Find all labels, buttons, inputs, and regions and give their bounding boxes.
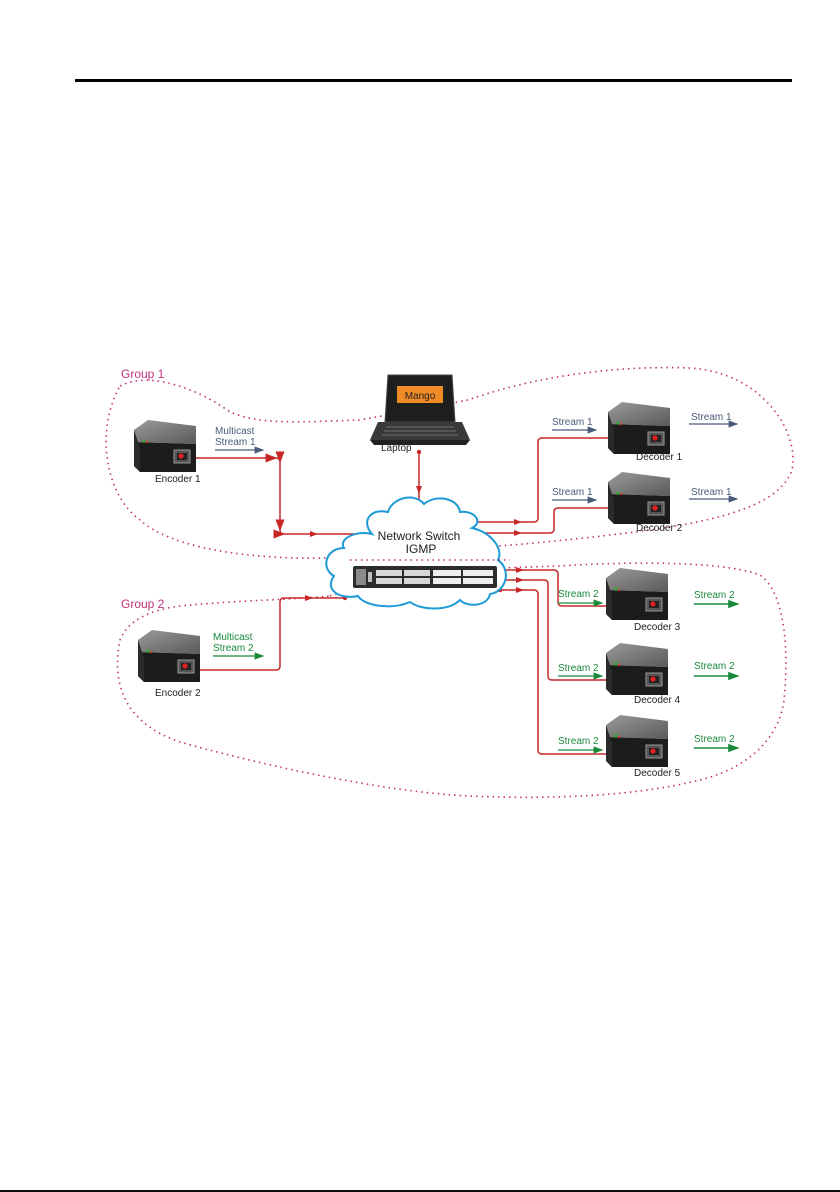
decoder-1-device xyxy=(608,402,670,454)
cable-encoder-1 xyxy=(188,458,372,534)
group-1-label: Group 1 xyxy=(121,367,165,381)
decoder-1-out-stream: Stream 1 xyxy=(691,412,732,423)
decoder-2-out-stream: Stream 1 xyxy=(691,487,732,498)
laptop xyxy=(370,375,470,445)
decoder-1-in-stream: Stream 1 xyxy=(552,417,593,428)
network-switch-title: Network Switch xyxy=(378,529,461,543)
decoder-2-label: Decoder 2 xyxy=(636,523,683,534)
group-2-label: Group 2 xyxy=(121,597,165,611)
network-switch xyxy=(353,566,497,588)
decoder-5-device xyxy=(606,715,668,767)
laptop-label: Laptop xyxy=(381,443,412,454)
decoder-4-in-stream: Stream 2 xyxy=(558,663,599,674)
decoder-4-out-stream: Stream 2 xyxy=(694,661,735,672)
decoder-4-label: Decoder 4 xyxy=(634,695,681,706)
network-switch-subtitle: IGMP xyxy=(406,542,437,556)
decoder-4-device xyxy=(606,643,668,695)
encoder-2-device xyxy=(138,630,200,682)
encoder-1-stream-line2: Stream 1 xyxy=(215,437,256,448)
laptop-screen-text: Mango xyxy=(405,391,436,402)
encoder-2-label: Encoder 2 xyxy=(155,688,201,699)
encoder-1-stream-line1: Multicast xyxy=(215,426,255,437)
encoder-1-label: Encoder 1 xyxy=(155,474,201,485)
encoder-2-stream-line1: Multicast xyxy=(213,632,253,643)
decoder-3-label: Decoder 3 xyxy=(634,622,681,633)
decoder-3-out-stream: Stream 2 xyxy=(694,590,735,601)
decoder-5-label: Decoder 5 xyxy=(634,768,681,779)
cable-encoder-2 xyxy=(186,598,345,670)
decoder-1-label: Decoder 1 xyxy=(636,452,683,463)
decoder-2-in-stream: Stream 1 xyxy=(552,487,593,498)
decoder-5-out-stream: Stream 2 xyxy=(694,734,735,745)
encoder-1-device xyxy=(134,420,196,472)
decoder-5-in-stream: Stream 2 xyxy=(558,736,599,747)
decoder-3-in-stream: Stream 2 xyxy=(558,589,599,600)
decoder-2-device xyxy=(608,472,670,524)
decoder-3-device xyxy=(606,568,668,620)
encoder-2-stream-line2: Stream 2 xyxy=(213,643,254,654)
